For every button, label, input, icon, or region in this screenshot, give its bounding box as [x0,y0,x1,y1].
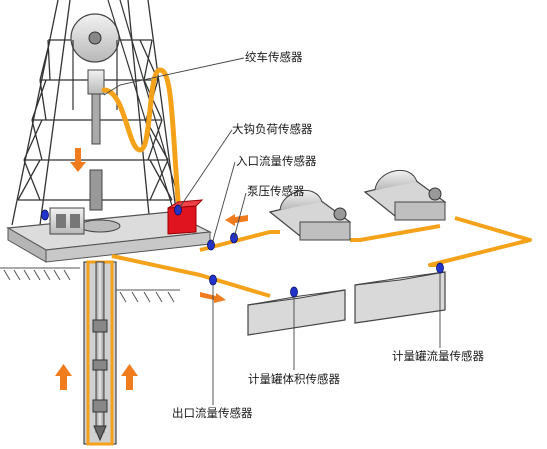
metering-tank-1 [248,290,345,335]
winch-sensor-label: 绞车传感器 [245,52,303,64]
travelling-block [88,70,104,210]
metering-tank-flow-sensor-label: 计量罐流量传感器 [392,351,484,363]
tank-volume-sensor-dot [291,287,298,297]
pump-pressure-sensor-label: 泵压传感器 [247,186,305,198]
outlet-flow-sensor-label: 出口流量传感器 [172,408,253,420]
inlet-flow-sensor-dot [208,240,215,250]
metering-tank-2 [355,272,445,323]
outlet-flow-sensor-dot [210,275,217,285]
wellbore [84,262,116,444]
mud-pump-2 [365,170,445,220]
up-arrow-icon [55,364,72,390]
left-arrow-icon [225,214,248,226]
drawworks-sensor-dot [42,210,49,220]
drawworks-box [50,208,84,234]
up-arrow-icon [121,364,138,390]
crown-pulley [71,0,182,225]
inlet-flow-sensor-label: 入口流量传感器 [236,156,317,168]
metering-tank-volume-sensor-label: 计量罐体积传感器 [248,374,340,386]
tank-flow-sensor-dot [437,263,444,273]
hook-load-sensor-label: 大钩负荷传感器 [232,124,313,136]
